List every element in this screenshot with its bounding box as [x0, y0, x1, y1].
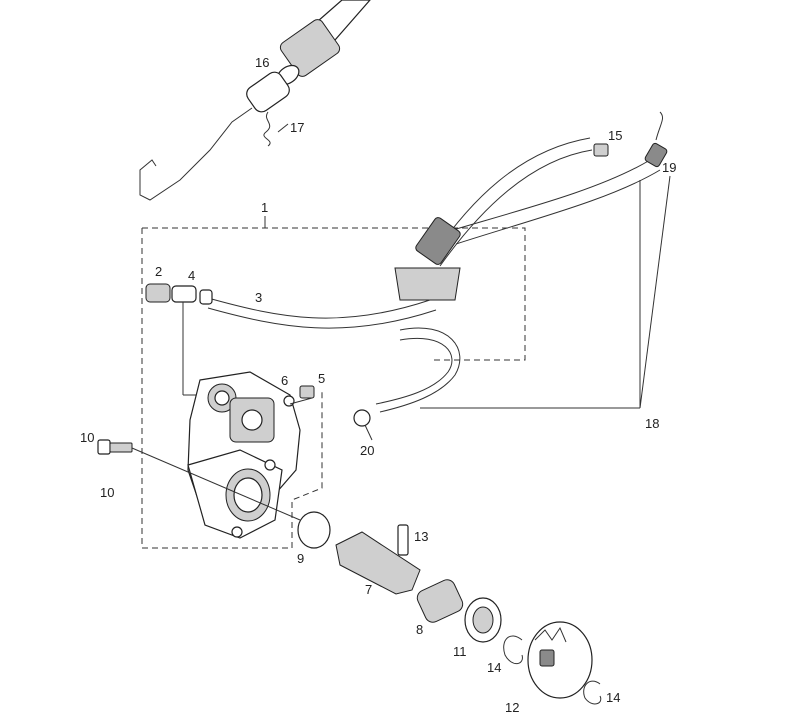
circlip-14b [583, 680, 602, 705]
callout-16: 16 [255, 55, 269, 70]
bolt-10 [97, 439, 301, 521]
callout-14a: 14 [487, 660, 501, 675]
assembly-outline [141, 216, 526, 549]
callout-10a: 10 [80, 430, 94, 445]
callout-12: 12 [505, 700, 519, 715]
circlip-14a [503, 635, 523, 665]
callout-13: 13 [414, 529, 428, 544]
callout-1: 1 [261, 200, 268, 215]
callout-19: 19 [662, 160, 676, 175]
hose-18 [353, 327, 461, 427]
callout-15: 15 [608, 128, 622, 143]
callout-18: 18 [645, 416, 659, 431]
callout-11: 11 [453, 644, 467, 659]
callout-7: 7 [365, 582, 372, 597]
oil-pump-body [187, 371, 301, 539]
leader-lines [364, 175, 671, 441]
drive-gear-12 [527, 621, 593, 699]
callout-5: 5 [318, 371, 325, 386]
callout-9: 9 [297, 551, 304, 566]
callout-labels: 1 2 3 4 5 6 7 8 9 10 10 11 12 13 14 14 1… [80, 55, 676, 715]
tank-pipe-fitting [139, 0, 371, 201]
o-ring-9 [297, 511, 331, 549]
callout-3: 3 [255, 290, 262, 305]
callout-10b: 10 [100, 485, 114, 500]
pump-shaft-7 [335, 524, 421, 595]
screw-and-washer [283, 385, 315, 407]
callout-4: 4 [188, 268, 195, 283]
bushing-8 [416, 579, 464, 623]
bearing-11 [464, 597, 502, 643]
callout-17: 17 [290, 120, 304, 135]
callout-20: 20 [360, 443, 374, 458]
callout-6: 6 [281, 373, 288, 388]
callout-14b: 14 [606, 690, 620, 705]
oil-hoses [394, 111, 668, 301]
callout-2: 2 [155, 264, 162, 279]
hose-3 [145, 283, 437, 396]
callout-8: 8 [416, 622, 423, 637]
